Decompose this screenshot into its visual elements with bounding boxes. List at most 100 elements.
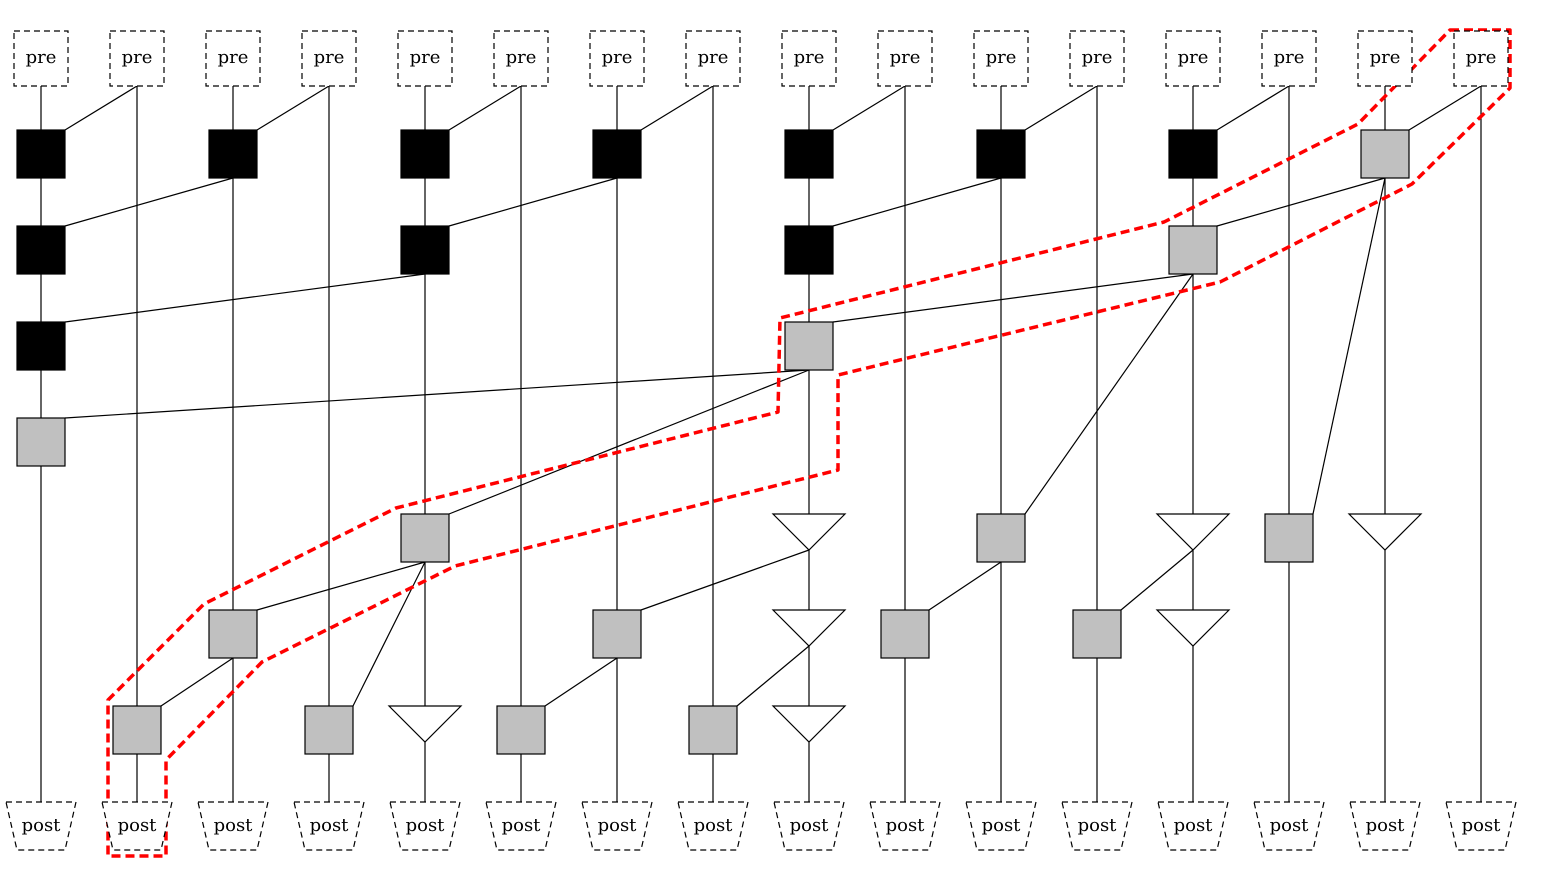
- output-label: post: [598, 815, 638, 836]
- gray-prefix-node: [16, 417, 66, 467]
- output-label: post: [886, 815, 926, 836]
- output-label: post: [790, 815, 830, 836]
- black-prefix-node: [976, 129, 1026, 179]
- connection-line: [1216, 177, 1386, 227]
- connection-line: [736, 645, 810, 707]
- gray-prefix-node: [1168, 225, 1218, 275]
- connection-line: [448, 177, 618, 227]
- output-post-1: post: [101, 801, 173, 851]
- input-label: pre: [986, 47, 1017, 68]
- connection-line: [832, 85, 906, 131]
- connection-line: [64, 369, 810, 419]
- buffer-triangle-node: [1155, 609, 1231, 647]
- connection-line: [544, 657, 618, 707]
- output-post-8: post: [773, 801, 845, 851]
- input-pre-5: pre: [493, 30, 549, 87]
- input-box: [1165, 30, 1221, 87]
- input-pre-13: pre: [1261, 30, 1317, 87]
- gray-prefix-node: [496, 705, 546, 755]
- connection-line: [928, 561, 1002, 611]
- connection-line: [160, 657, 234, 707]
- output-label: post: [310, 815, 350, 836]
- connection-line: [640, 549, 810, 611]
- input-label: pre: [506, 47, 537, 68]
- buffer-triangle-node: [771, 705, 847, 743]
- node-layer: [16, 129, 1423, 755]
- input-box: [781, 30, 837, 87]
- input-pre-8: pre: [781, 30, 837, 87]
- input-pre-6: pre: [589, 30, 645, 87]
- black-prefix-node: [16, 225, 66, 275]
- input-pre-7: pre: [685, 30, 741, 87]
- input-pre-9: pre: [877, 30, 933, 87]
- output-post-3: post: [293, 801, 365, 851]
- output-post-12: post: [1157, 801, 1229, 851]
- connection-line: [64, 85, 138, 131]
- output-post-0: post: [5, 801, 77, 851]
- input-box: [109, 30, 165, 87]
- gray-prefix-node: [208, 609, 258, 659]
- buffer-triangle-node: [771, 609, 847, 647]
- input-box: [1357, 30, 1413, 87]
- input-box: [589, 30, 645, 87]
- input-box: [397, 30, 453, 87]
- output-label: post: [502, 815, 542, 836]
- output-box: [869, 801, 941, 851]
- input-label: pre: [1178, 47, 1209, 68]
- gray-prefix-node: [304, 705, 354, 755]
- input-label: pre: [314, 47, 345, 68]
- output-label: post: [118, 815, 158, 836]
- input-box: [1453, 30, 1509, 87]
- connection-line: [448, 369, 810, 515]
- input-pre-2: pre: [205, 30, 261, 87]
- output-box: [1445, 801, 1517, 851]
- output-box: [965, 801, 1037, 851]
- black-prefix-node: [592, 129, 642, 179]
- output-box: [1157, 801, 1229, 851]
- input-label: pre: [602, 47, 633, 68]
- output-post-13: post: [1253, 801, 1325, 851]
- wire-layer: [40, 85, 1482, 802]
- connection-line: [1024, 273, 1194, 515]
- input-label: pre: [1370, 47, 1401, 68]
- input-label: pre: [1466, 47, 1497, 68]
- input-box: [301, 30, 357, 87]
- buffer-triangle-node: [1155, 513, 1231, 551]
- buffer-triangle-node: [387, 705, 463, 743]
- input-label: pre: [410, 47, 441, 68]
- output-box: [101, 801, 173, 851]
- output-box: [485, 801, 557, 851]
- input-box: [493, 30, 549, 87]
- black-prefix-node: [784, 225, 834, 275]
- gray-prefix-node: [784, 321, 834, 371]
- gray-prefix-node: [688, 705, 738, 755]
- output-box: [5, 801, 77, 851]
- connection-line: [1312, 177, 1386, 515]
- connection-line: [352, 561, 426, 707]
- input-pre-0: pre: [13, 30, 69, 87]
- black-prefix-node: [208, 129, 258, 179]
- connection-line: [640, 85, 714, 131]
- output-post-9: post: [869, 801, 941, 851]
- output-post-7: post: [677, 801, 749, 851]
- input-label: pre: [890, 47, 921, 68]
- black-prefix-node: [1168, 129, 1218, 179]
- input-pre-11: pre: [1069, 30, 1125, 87]
- output-label: post: [406, 815, 446, 836]
- output-post-10: post: [965, 801, 1037, 851]
- output-label: post: [1270, 815, 1310, 836]
- input-label: pre: [122, 47, 153, 68]
- connection-line: [64, 273, 426, 323]
- output-post-5: post: [485, 801, 557, 851]
- black-prefix-node: [784, 129, 834, 179]
- connection-line: [448, 85, 522, 131]
- output-box: [197, 801, 269, 851]
- input-box: [1261, 30, 1317, 87]
- output-label: post: [1462, 815, 1502, 836]
- output-box: [1349, 801, 1421, 851]
- input-box: [13, 30, 69, 87]
- output-label: post: [214, 815, 254, 836]
- input-label: pre: [1274, 47, 1305, 68]
- black-prefix-node: [16, 129, 66, 179]
- gray-prefix-node: [1264, 513, 1314, 563]
